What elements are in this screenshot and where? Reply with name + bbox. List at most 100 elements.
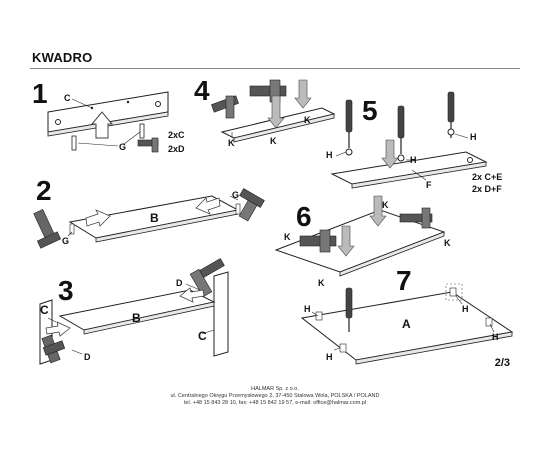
dowel — [235, 203, 241, 215]
side-panel — [213, 271, 229, 357]
screwdriver-icon — [345, 99, 353, 148]
leader-line — [455, 295, 463, 305]
footer-company: HALMAR Sp. z o.o. — [251, 386, 299, 392]
qty-label: 2x D+F — [472, 184, 502, 194]
cam-fitting — [315, 311, 323, 321]
label-c: C — [64, 93, 71, 103]
leader-line — [335, 151, 347, 157]
label-g: G — [232, 190, 239, 200]
left-arrow — [195, 197, 221, 215]
step-5: 5 H H H — [326, 91, 502, 194]
label-h: H — [462, 304, 469, 314]
left-arrow — [179, 287, 205, 303]
qty-label: 2xD — [168, 144, 185, 154]
leader-line — [77, 142, 119, 147]
screw-hole — [126, 100, 130, 104]
hammer-icon — [211, 95, 239, 119]
label-k: K — [318, 278, 325, 288]
page-number: 2/3 — [494, 357, 510, 369]
cam-lock — [397, 154, 405, 162]
leader-line — [47, 317, 57, 323]
down-arrow — [294, 79, 312, 109]
hammer-icon — [399, 207, 433, 229]
right-arrow — [45, 321, 71, 337]
leader-line — [333, 347, 341, 351]
up-arrow — [90, 111, 114, 139]
step-3: 3 B C C D D — [39, 258, 229, 365]
qty-label: 2x C+E — [472, 172, 502, 182]
label-k: K — [444, 238, 451, 248]
down-arrow — [267, 95, 285, 129]
hammer-icon — [299, 229, 337, 253]
footer-contact: tel. +48 15 843 28 10, fax: +48 15 842 1… — [183, 400, 367, 406]
dowel — [139, 123, 145, 139]
right-arrow — [85, 209, 111, 227]
hammer-icon — [41, 334, 66, 364]
cam-lock — [345, 148, 353, 156]
label-d: D — [176, 278, 183, 288]
dowel-hole — [155, 101, 161, 107]
label-h: H — [492, 332, 499, 342]
label-k: K — [382, 200, 389, 210]
step-number: 7 — [396, 265, 412, 296]
product-title: KWADRO — [32, 50, 93, 65]
label-c: C — [198, 329, 207, 343]
step-number: 2 — [36, 175, 52, 206]
panel-edge — [83, 301, 215, 335]
panel-edge — [355, 331, 513, 365]
hammer-icon — [249, 79, 287, 103]
label-k: K — [284, 232, 291, 242]
qty-label: 2xC — [168, 130, 185, 140]
label-d: D — [84, 352, 91, 362]
leader-line — [201, 329, 215, 335]
dowel-hole — [467, 157, 473, 163]
label-k: K — [228, 138, 235, 148]
dowel — [69, 223, 75, 235]
step-2: 2 B G G — [33, 175, 265, 249]
dowel — [71, 135, 77, 151]
dowel-hole — [55, 119, 61, 125]
cam-fitting — [449, 287, 457, 297]
cam-fitting — [339, 343, 347, 353]
down-arrow — [337, 225, 355, 257]
step-number: 5 — [362, 95, 378, 126]
label-k: K — [304, 115, 311, 125]
hammer-icon — [137, 137, 159, 153]
step-number: 6 — [296, 201, 312, 232]
screwdriver-icon — [397, 105, 405, 154]
leader-line — [311, 311, 319, 317]
label-h: H — [410, 155, 417, 165]
label-g: G — [62, 236, 69, 246]
step-7: 7 A H H H H — [300, 265, 514, 365]
leader-line — [454, 133, 469, 139]
leader-line — [229, 195, 239, 201]
step-4: 4 K K K — [194, 75, 336, 148]
step-6: 6 K K K K — [274, 195, 451, 288]
cam-fitting — [485, 317, 493, 327]
panel-edge — [233, 113, 335, 143]
step-number: 3 — [58, 275, 74, 306]
label-h: H — [326, 352, 333, 362]
down-arrow — [369, 195, 387, 227]
hammer-icon — [189, 258, 225, 298]
label-b: B — [150, 211, 159, 225]
title-rule — [30, 68, 520, 69]
label-g: G — [119, 142, 126, 152]
step-1: 1 C G 2xC 2xD — [32, 78, 185, 154]
leader-line — [411, 169, 427, 181]
leader-line — [71, 98, 93, 109]
hammer-icon — [238, 188, 265, 222]
hammer-icon — [33, 208, 62, 249]
leader-line — [71, 349, 83, 355]
leader-line — [489, 323, 495, 333]
step-number: 4 — [194, 75, 210, 106]
label-h: H — [304, 304, 311, 314]
label-f: F — [426, 180, 432, 190]
leader-line — [67, 231, 73, 237]
cam-lock — [447, 128, 455, 136]
label-h: H — [326, 150, 333, 160]
leader-line — [185, 283, 201, 291]
down-arrow — [381, 139, 399, 169]
detail-box — [445, 283, 463, 301]
